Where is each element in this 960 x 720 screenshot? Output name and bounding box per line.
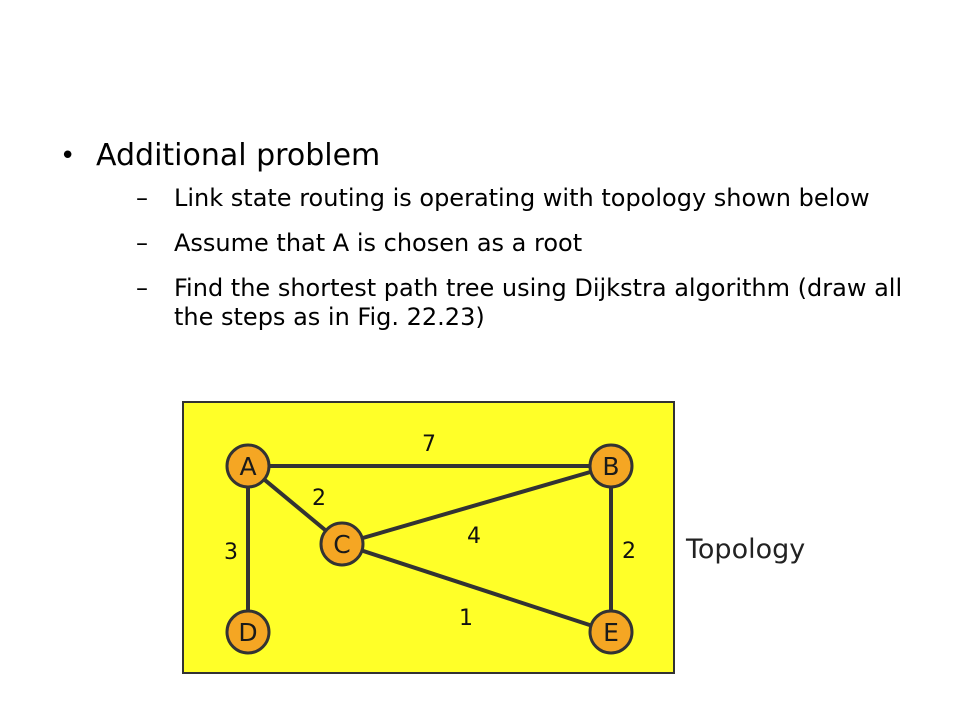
dash-icon: – — [136, 229, 148, 257]
edge-weight-a-b: 7 — [422, 432, 436, 457]
sub-bullet-topology: – Link state routing is operating with t… — [96, 184, 920, 213]
node-circle — [319, 521, 365, 567]
dash-icon: – — [136, 184, 148, 212]
node-label: C — [333, 530, 350, 559]
dash-icon: – — [136, 274, 148, 302]
bullet-list: • Additional problem – Link state routin… — [60, 136, 920, 348]
topology-caption: Topology — [686, 534, 806, 565]
node-a: A — [225, 443, 271, 489]
topology-diagram: 7 2 3 4 2 1 A B C D E — [182, 401, 675, 674]
node-label: B — [602, 452, 619, 481]
edge-c-e — [341, 542, 612, 634]
node-label: E — [603, 618, 619, 647]
sub-bullet-list: – Link state routing is operating with t… — [96, 184, 920, 332]
edge-weight-a-c: 2 — [312, 486, 326, 511]
sub-bullet-root: – Assume that A is chosen as a root — [96, 229, 920, 258]
node-label: A — [239, 452, 256, 481]
bullet-heading-text: Additional problem — [96, 138, 381, 173]
sub-bullet-text: Find the shortest path tree using Dijkst… — [174, 274, 903, 331]
node-b: B — [588, 443, 634, 489]
edge-weight-a-d: 3 — [224, 540, 238, 565]
node-circle — [225, 609, 271, 655]
sub-bullet-text: Assume that A is chosen as a root — [174, 229, 583, 257]
node-c: C — [319, 521, 365, 567]
node-circle — [588, 609, 634, 655]
node-label: D — [238, 618, 257, 647]
bullet-additional-problem: • Additional problem – Link state routin… — [60, 136, 920, 332]
edge-weight-b-e: 2 — [622, 539, 636, 564]
edge-c-b — [341, 464, 612, 546]
edge-weight-c-e: 1 — [459, 606, 473, 631]
bullet-dot-icon: • — [60, 141, 76, 171]
node-circle — [225, 443, 271, 489]
node-d: D — [225, 609, 271, 655]
sub-bullet-text: Link state routing is operating with top… — [174, 184, 870, 212]
topology-graph: 7 2 3 4 2 1 A B C D E — [224, 432, 636, 655]
sub-bullet-dijkstra: – Find the shortest path tree using Dijk… — [96, 274, 920, 332]
node-circle — [588, 443, 634, 489]
edge-weight-c-b: 4 — [467, 524, 481, 549]
node-e: E — [588, 609, 634, 655]
